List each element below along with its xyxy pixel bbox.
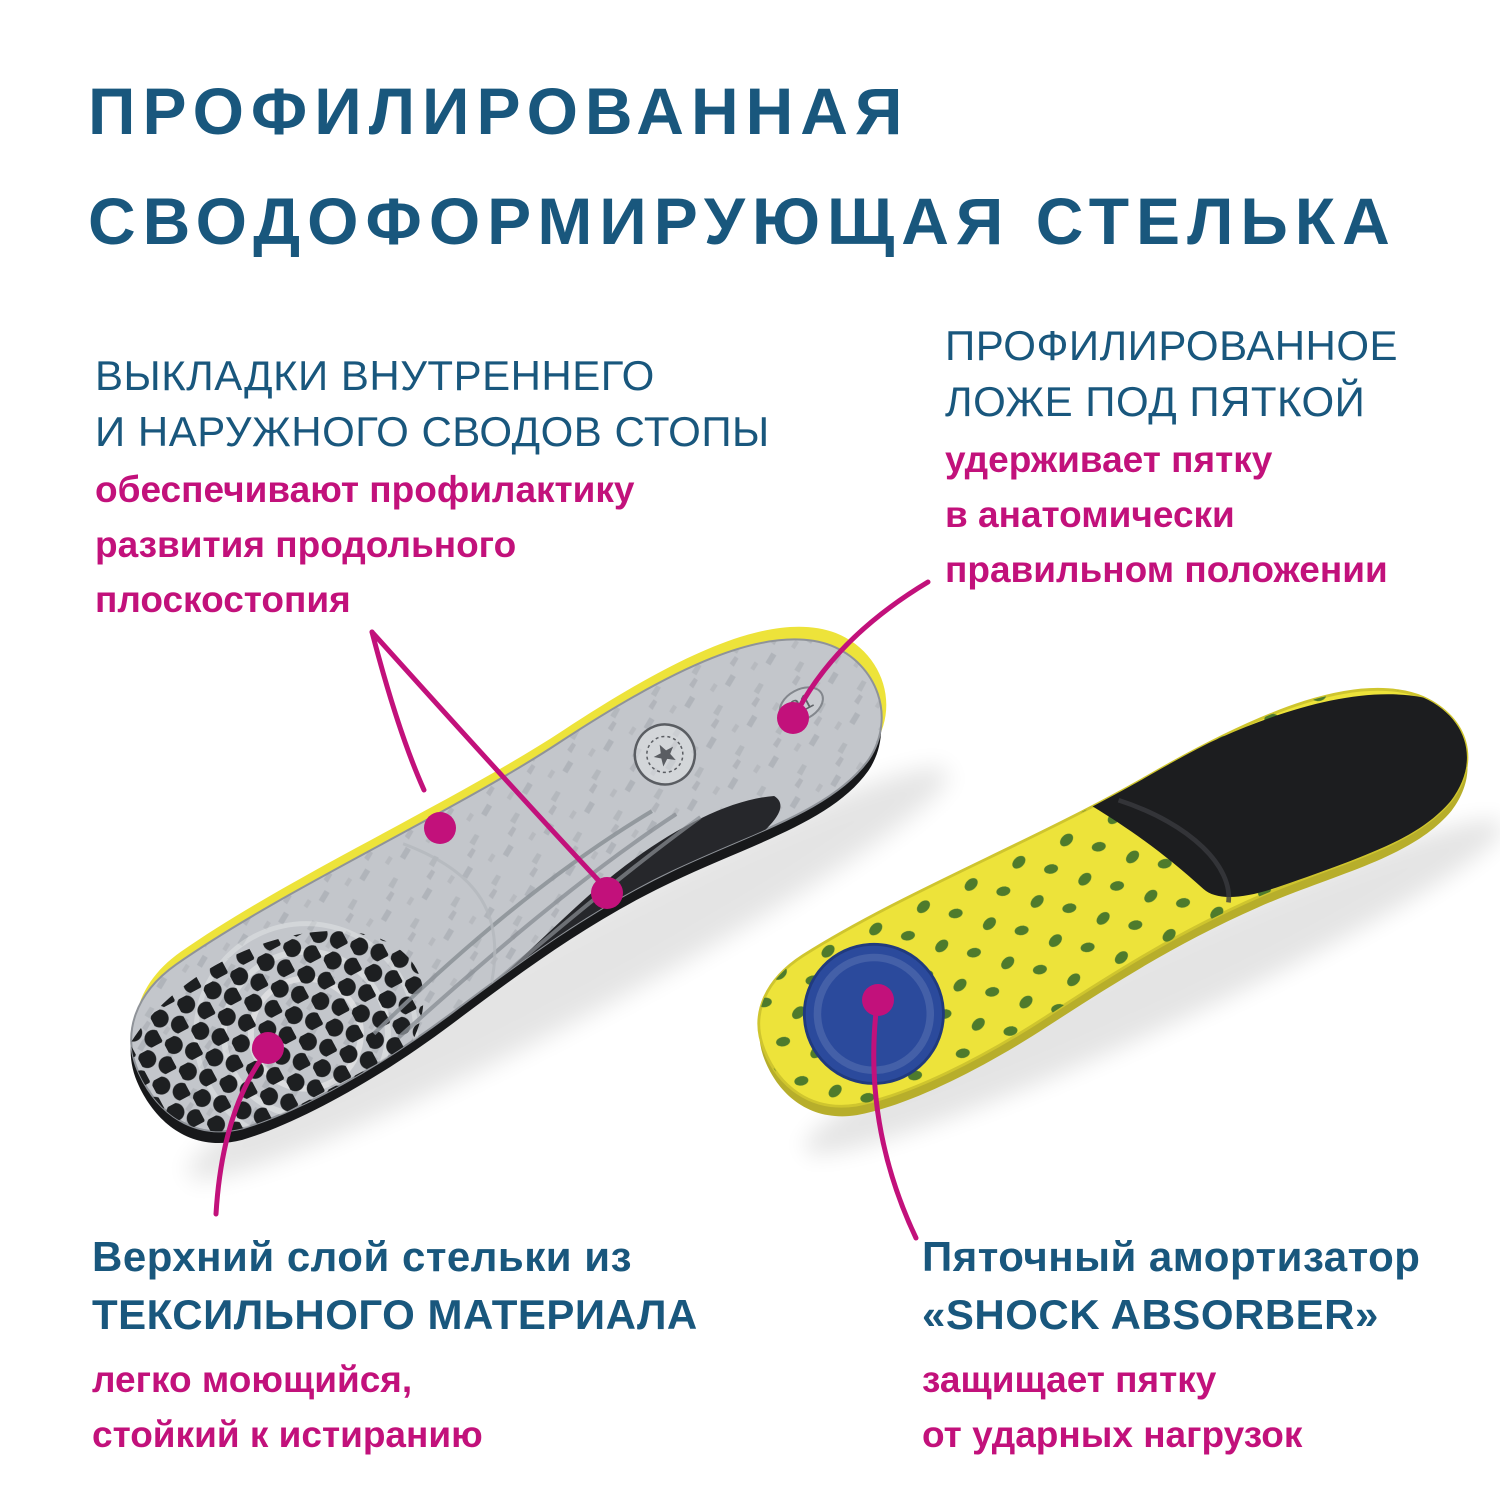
callout-lines (213, 579, 931, 1241)
leader-line-shock (871, 1009, 919, 1241)
insole-shadow (188, 767, 949, 1180)
callout-description-arch-pads: обеспечивают профилактику развития продо… (95, 469, 635, 620)
cap-edge-seam (1117, 797, 1232, 903)
callout-description-shock-absorber: защищает пятку от ударных нагрузок (922, 1359, 1303, 1455)
leader-line-heel-bed (795, 579, 931, 713)
callout-dot-arch-1 (424, 812, 456, 844)
arch-seam-line (372, 809, 653, 1036)
brand-stamp (633, 723, 697, 786)
callout-description-heel-bed: удерживает пятку в анатомически правильн… (945, 439, 1388, 590)
arch-seam-line (397, 812, 678, 1040)
callout-dot-textile (252, 1032, 284, 1064)
callout-heading-textile-layer: Верхний слой стельки из ТЕКСИЛЬНОГО МАТЕ… (92, 1233, 698, 1338)
forefoot-cap (1092, 694, 1470, 897)
callout-heading-arch-pads: ВЫКЛАДКИ ВНУТРЕННЕГО И НАРУЖНОГО СВОДОВ … (95, 352, 770, 455)
callout-heading-heel-bed: ПРОФИЛИРОВАННОЕ ЛОЖЕ ПОД ПЯТКОЙ (945, 322, 1399, 425)
insole-bottom-view (725, 643, 1500, 1155)
insole-shadow (804, 819, 1500, 1155)
leader-line-arch-2 (369, 629, 603, 885)
page-title: ПРОФИЛИРОВАННАЯ СВОДОФОРМИРУЮЩАЯ СТЕЛЬКА (88, 74, 1397, 258)
midfoot-seam-line (402, 842, 497, 983)
insole-top-view: 31 (112, 626, 949, 1180)
callout-dot-heel-bed (777, 702, 809, 734)
leader-line-arch-1 (369, 629, 427, 793)
callout-dot-arch-2 (591, 877, 623, 909)
callout-heading-shock-absorber: Пяточный амортизатор «SHOCK ABSORBER» (922, 1233, 1421, 1338)
leader-line-textile (213, 1055, 265, 1217)
callout-description-textile-layer: легко моющийся, стойкий к истиранию (92, 1359, 483, 1455)
callout-dot-shock (862, 984, 894, 1016)
